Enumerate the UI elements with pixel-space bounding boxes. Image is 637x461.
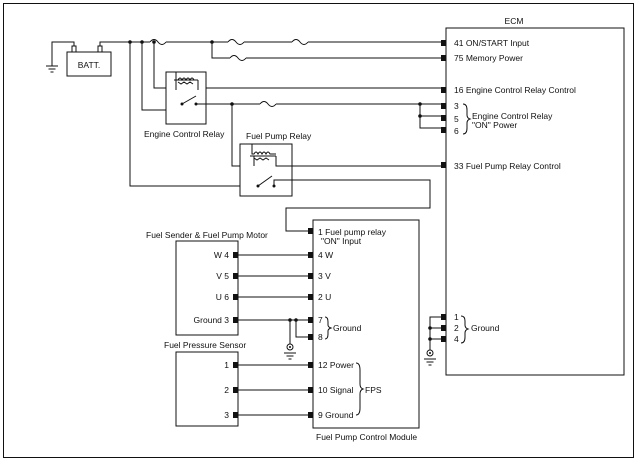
fpcm-connector-pins — [308, 228, 313, 418]
fpcm-pin-1: 1 Fuel pump relay — [318, 227, 387, 237]
junction — [428, 337, 432, 341]
wire-ecr-coil-supply — [153, 42, 166, 89]
fuel-pump-relay-label: Fuel Pump Relay — [246, 131, 312, 141]
junction — [152, 40, 156, 44]
fpcm-fps-brace — [355, 362, 365, 416]
ecm-ground-brace — [460, 315, 470, 344]
fps-connector-pins — [233, 362, 238, 418]
wire-memory-branch — [211, 42, 230, 59]
fuse-4 — [229, 55, 247, 61]
fpcm-pin-4: 4 W — [318, 250, 333, 260]
fpcm-pin-10: 10 Signal — [318, 385, 354, 395]
engine-control-relay-label: Engine Control Relay — [144, 129, 225, 139]
junction — [288, 318, 292, 322]
fpcm-pin-2: 2 U — [318, 292, 331, 302]
wire-ground-8 — [295, 320, 308, 338]
fpcm-label: Fuel Pump Control Module — [316, 432, 417, 442]
fuse-3 — [291, 39, 309, 45]
fuel-sender-pin-ground3: Ground 3 — [194, 315, 230, 325]
fuel-pressure-sensor-label: Fuel Pressure Sensor — [164, 340, 246, 350]
wire-fpr-to-fpcm — [273, 179, 431, 232]
junction — [140, 40, 144, 44]
fpcm-pin-3: 3 V — [318, 271, 331, 281]
fpcm-ground-label: Ground — [333, 323, 362, 333]
fpcm-pin-1-line2: "ON" Input — [321, 236, 362, 246]
ground-symbol-fpcm — [284, 343, 296, 360]
ecm-pin-33: 33 Fuel Pump Relay Control — [454, 161, 561, 171]
ecm-pin-gnd-1: 1 — [454, 312, 459, 322]
fpcm-ground-brace — [324, 316, 333, 340]
ecm-ecr-on-label-1: Engine Control Relay — [472, 111, 553, 121]
ecm-pin-41: 41 ON/START Input — [454, 38, 530, 48]
fuel-sender-label: Fuel Sender & Fuel Pump Motor — [146, 230, 268, 240]
ecr-coil — [174, 72, 199, 90]
ecm-ground-label: Ground — [471, 323, 500, 333]
fuel-pump-relay-box — [239, 143, 293, 197]
wire-batt-main — [99, 41, 150, 46]
ecm-pin-3: 3 — [454, 101, 459, 111]
fpcm-fps-label: FPS — [365, 385, 382, 395]
fpr-coil — [250, 144, 292, 167]
ecr-switch — [181, 95, 197, 105]
junction — [128, 40, 132, 44]
junction — [210, 40, 214, 44]
ecm-ecr-on-label-2: "ON" Power — [472, 120, 517, 130]
ecm-ecr-on-brace — [462, 103, 472, 135]
junction — [428, 326, 432, 330]
fpr-switch — [257, 175, 273, 187]
fuel-sender-pin-w4: W 4 — [214, 250, 229, 260]
junction — [294, 318, 298, 322]
fpcm-pin-9: 9 Ground — [318, 410, 354, 420]
diagram-border — [3, 3, 634, 458]
ecm-connector-pins — [441, 40, 446, 342]
fpcm-pin-12: 12 Power — [318, 360, 354, 370]
junction — [418, 102, 422, 106]
fuse-2 — [227, 39, 245, 45]
fpcm-pin-7: 7 — [318, 315, 323, 325]
fpr-contact — [256, 184, 260, 188]
junction — [230, 102, 234, 106]
fuel-sender-connector-pins — [233, 252, 238, 323]
ecm-pin-16: 16 Engine Control Relay Control — [454, 85, 576, 95]
wire-ecm-3-5-6 — [419, 104, 441, 129]
ecr-contact — [180, 102, 184, 106]
fuel-sender-pin-v5: V 5 — [216, 271, 229, 281]
fuel-pressure-sensor-box — [175, 351, 239, 427]
ecm-pin-gnd-4: 4 — [454, 334, 459, 344]
battery-ground-wire — [51, 41, 75, 66]
ecm-pin-gnd-2: 2 — [454, 323, 459, 333]
ground-symbol-ecm — [424, 349, 436, 366]
wire-ecr-to-fpr — [231, 104, 240, 167]
ecm-title: ECM — [505, 16, 524, 26]
ecm-box — [445, 27, 625, 376]
ecm-pin-75: 75 Memory Power — [454, 53, 523, 63]
ground-symbol-battery — [46, 65, 58, 73]
fps-pin-2: 2 — [224, 385, 229, 395]
fuel-sender-pin-u6: U 6 — [216, 292, 230, 302]
ecm-pin-6: 6 — [454, 126, 459, 136]
fps-pin-1: 1 — [224, 360, 229, 370]
fuse-1 — [149, 39, 167, 45]
fuse-5 — [259, 101, 277, 107]
fpcm-box — [312, 219, 420, 429]
fps-pin-3: 3 — [224, 410, 229, 420]
wire-ecm-ground — [429, 316, 441, 350]
fpcm-pin-8: 8 — [318, 332, 323, 342]
battery-label: BATT. — [78, 60, 101, 70]
junction — [418, 114, 422, 118]
fuel-sender-box — [175, 240, 239, 336]
ecm-pin-5: 5 — [454, 114, 459, 124]
battery: BATT. — [66, 45, 112, 77]
